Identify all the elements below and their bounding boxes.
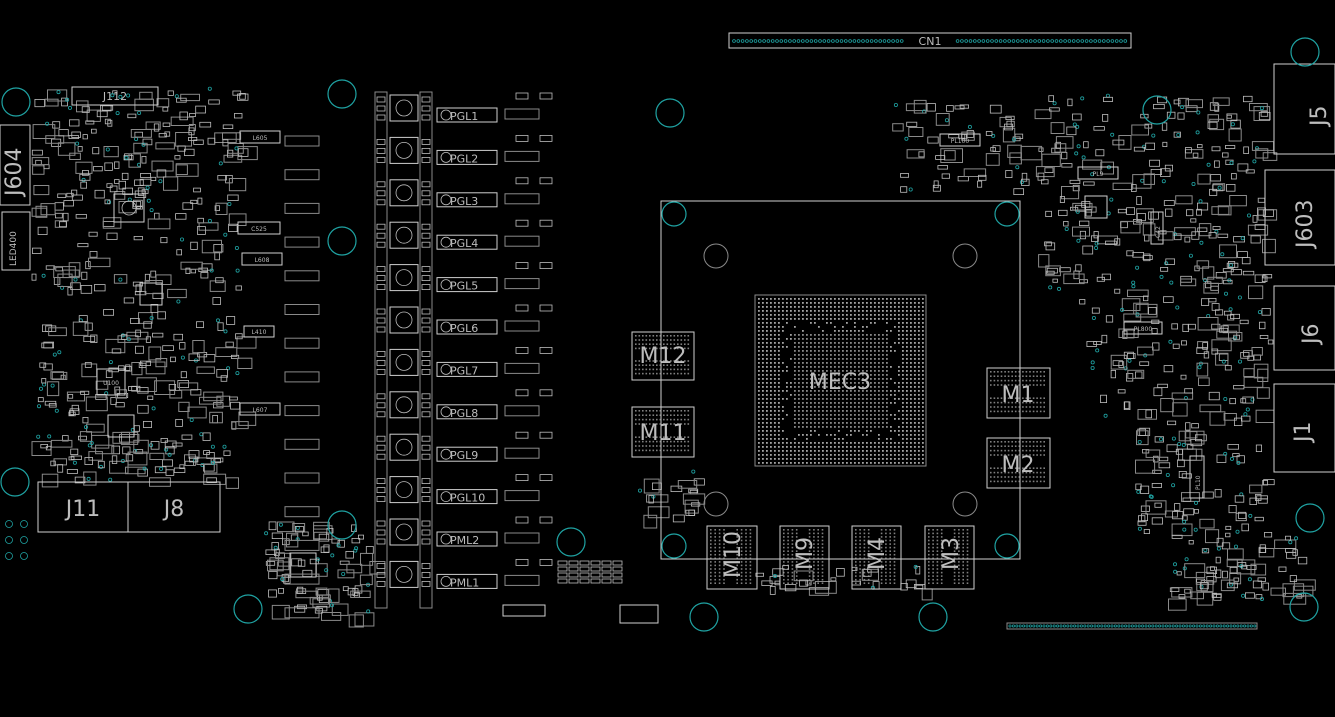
memory-m1[interactable]: M1	[986, 367, 1051, 419]
memory-m11[interactable]: M11	[631, 406, 695, 458]
connector-cn1[interactable]: CN1	[728, 32, 1132, 49]
svg-text:PL800: PL800	[1134, 326, 1153, 333]
memory-m3[interactable]: M3	[924, 525, 975, 590]
bottom-edge-connector	[1006, 622, 1258, 630]
svg-text:M2: M2	[1002, 453, 1035, 478]
svg-text:J8: J8	[162, 497, 185, 522]
inductor-l410[interactable]: L410	[243, 325, 275, 338]
svg-text:PGL8: PGL8	[450, 407, 478, 420]
svg-text:U100: U100	[103, 380, 119, 387]
gpu-package[interactable]: MEC3	[660, 200, 1021, 560]
svg-text:PGL1: PGL1	[450, 110, 478, 123]
svg-text:J603: J603	[1293, 200, 1318, 250]
svg-text:M12: M12	[640, 344, 687, 369]
svg-text:M11: M11	[640, 421, 687, 446]
memory-m10[interactable]: M10	[706, 525, 758, 590]
svg-text:PGL5: PGL5	[450, 280, 478, 293]
inductor-l608[interactable]: L608	[241, 252, 283, 266]
memory-m9[interactable]: M9	[779, 525, 830, 590]
connector-j1[interactable]: J1	[1273, 383, 1335, 473]
inductor-c42[interactable]: C42	[1150, 211, 1164, 245]
chip-u100[interactable]: U100	[96, 368, 126, 396]
connector-j5[interactable]: J5	[1273, 63, 1335, 155]
svg-text:C525: C525	[251, 226, 267, 233]
svg-text:PGL4: PGL4	[450, 237, 478, 250]
memory-m4[interactable]: M4	[851, 525, 902, 590]
svg-text:PL100: PL100	[951, 138, 970, 145]
svg-text:PL9: PL9	[1093, 171, 1104, 178]
inductor-l607[interactable]: L607	[239, 402, 281, 416]
memory-m2[interactable]: M2	[986, 437, 1051, 489]
svg-text:J112: J112	[102, 90, 127, 103]
svg-text:PGL6: PGL6	[450, 322, 478, 335]
connector-j603[interactable]: J603	[1264, 169, 1335, 266]
svg-text:J5: J5	[1307, 106, 1332, 129]
memory-m12[interactable]: M12	[631, 331, 695, 381]
svg-text:M3: M3	[939, 537, 964, 570]
connector-j604[interactable]: J604	[0, 124, 31, 206]
svg-text:PML1: PML1	[450, 576, 479, 589]
svg-text:J1: J1	[1291, 422, 1316, 445]
power-stage-labels: PGL1PGL2PGL3PGL4PGL5PGL6PGL7PGL8PGL9PGL1…	[436, 92, 553, 589]
inductor-pl10[interactable]: PL10	[1189, 455, 1205, 499]
svg-text:C42: C42	[1155, 226, 1162, 238]
svg-text:M1: M1	[1002, 383, 1035, 408]
connector-j11[interactable]: J11	[37, 481, 129, 533]
inductor-c525[interactable]: C525	[237, 221, 281, 235]
svg-text:J11: J11	[64, 497, 100, 522]
connector-led400[interactable]: LED400	[1, 211, 31, 271]
inductor-pl800[interactable]: PL800	[1123, 321, 1163, 335]
inductor-l605[interactable]: L605	[239, 130, 281, 144]
svg-text:CN1: CN1	[919, 35, 942, 48]
svg-text:J604: J604	[2, 148, 27, 198]
svg-text:M4: M4	[865, 537, 890, 570]
svg-text:M9: M9	[793, 537, 818, 570]
svg-text:L608: L608	[255, 257, 270, 264]
vrm-power-stages	[284, 91, 433, 619]
svg-text:PGL7: PGL7	[450, 364, 478, 377]
inductor-pl100[interactable]: PL100	[939, 133, 981, 147]
svg-text:L605: L605	[253, 135, 268, 142]
connector-j6[interactable]: J6	[1273, 285, 1335, 371]
svg-text:J6: J6	[1299, 324, 1324, 347]
svg-text:M10: M10	[721, 531, 746, 578]
gpu-label: MEC3	[809, 370, 871, 395]
svg-text:PGL10: PGL10	[450, 492, 485, 505]
connector-j112[interactable]: J112	[71, 86, 159, 106]
svg-text:PGL2: PGL2	[450, 152, 478, 165]
inductor-pl9[interactable]: PL9	[1077, 166, 1119, 180]
svg-text:L410: L410	[252, 329, 267, 336]
svg-text:PML2: PML2	[450, 534, 479, 547]
svg-text:L607: L607	[253, 407, 268, 414]
svg-text:LED400: LED400	[9, 231, 19, 266]
svg-text:PL10: PL10	[1195, 475, 1202, 490]
connector-j8[interactable]: J8	[127, 481, 221, 533]
svg-text:PGL3: PGL3	[450, 195, 478, 208]
component-field	[31, 86, 1316, 628]
svg-text:PGL9: PGL9	[450, 449, 478, 462]
mounting-holes	[0, 37, 1325, 632]
